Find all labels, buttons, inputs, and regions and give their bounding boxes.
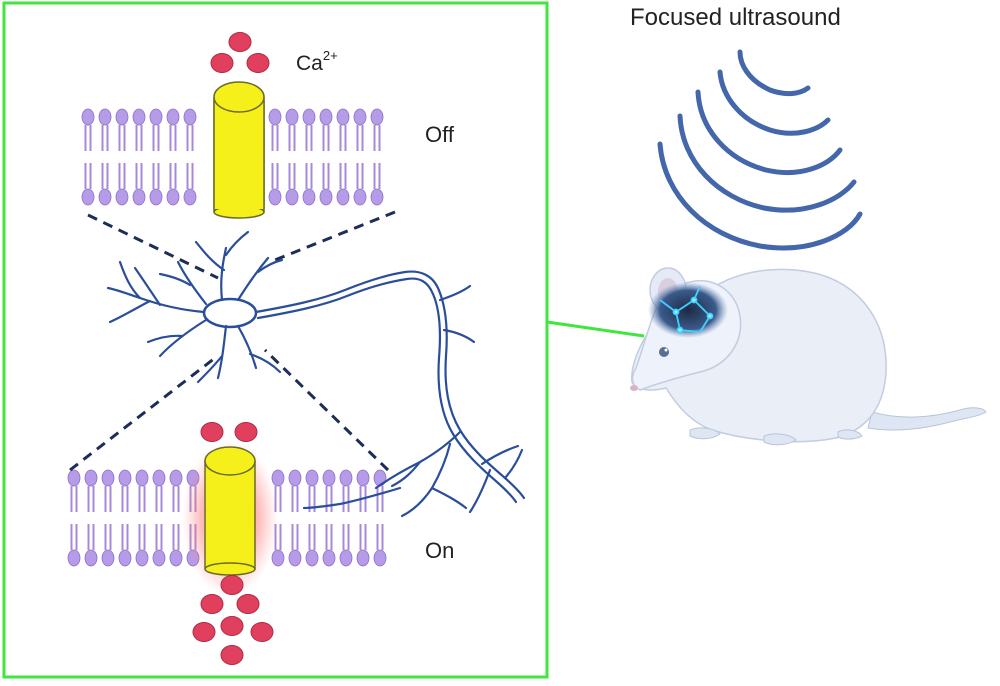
calcium-ion	[210, 53, 234, 73]
state-on-label: On	[425, 538, 455, 563]
state-off-label: Off	[425, 122, 454, 147]
calcium-ion	[220, 645, 244, 665]
calcium-charge: 2+	[322, 48, 338, 63]
calcium-ion	[236, 594, 260, 614]
calcium-ion	[200, 422, 224, 442]
ultrasound-wave-icon	[657, 49, 863, 251]
calcium-label: Ca2+	[296, 48, 338, 76]
panel-frame	[2, 1, 549, 679]
calcium-ion	[250, 622, 274, 642]
calcium-ions	[192, 32, 274, 665]
diagram-title: Focused ultrasound	[630, 4, 841, 31]
calcium-symbol: Ca	[296, 52, 323, 75]
neural-network-icon	[659, 285, 714, 334]
calcium-ion	[192, 622, 216, 642]
zoom-lines	[69, 210, 396, 472]
lipid-bilayer-on	[67, 469, 387, 567]
calcium-ion	[246, 53, 270, 73]
ion-channel-open	[204, 446, 256, 576]
calcium-ion	[220, 575, 244, 595]
lipid-bilayer-off	[81, 108, 384, 206]
mouse-illustration	[630, 267, 987, 446]
brain-highlight	[648, 282, 728, 338]
ion-channel-closed	[213, 81, 265, 219]
calcium-ion	[234, 422, 258, 442]
connector-line	[546, 320, 645, 338]
neuron-illustration	[106, 230, 526, 518]
calcium-ion	[200, 594, 224, 614]
calcium-ion	[220, 616, 244, 636]
calcium-ion	[228, 32, 252, 52]
